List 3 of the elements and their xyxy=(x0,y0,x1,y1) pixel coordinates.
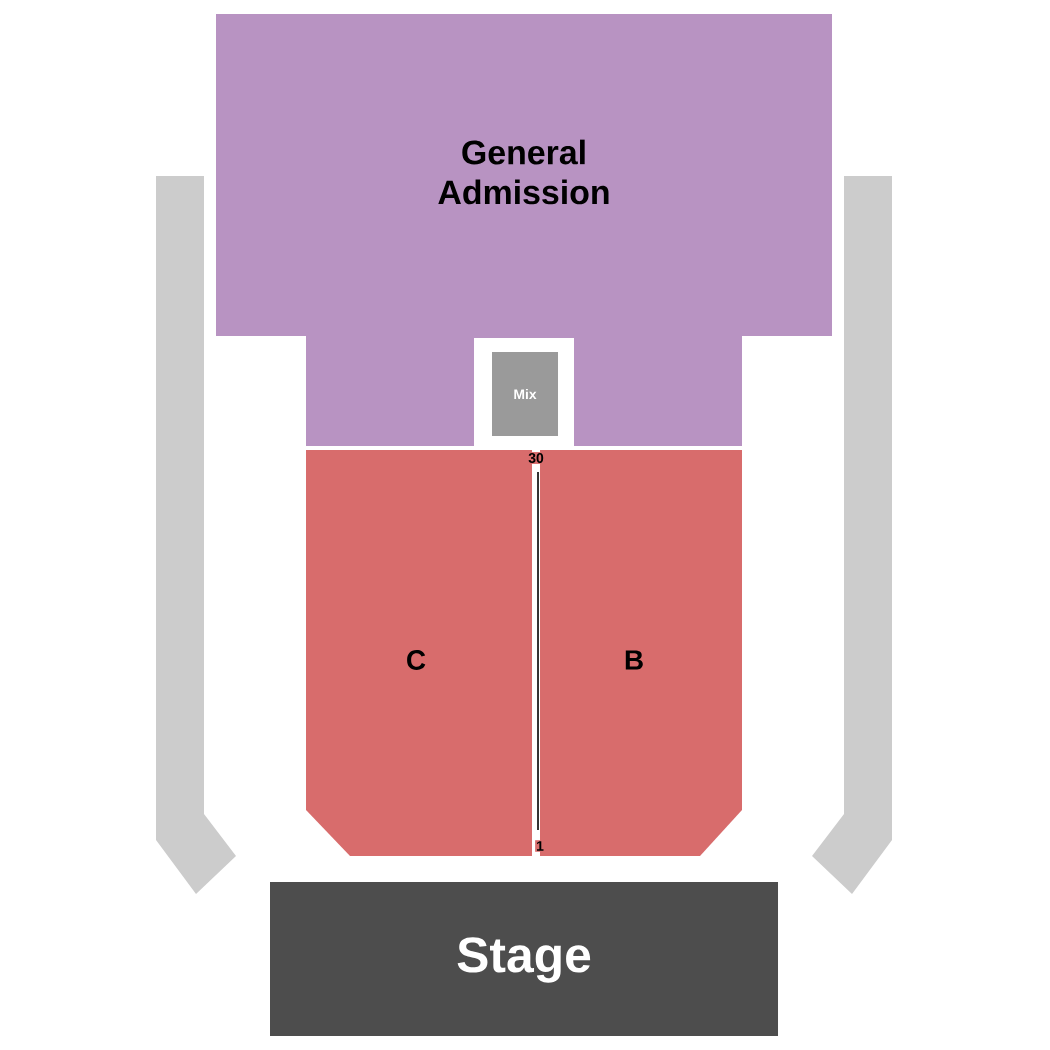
side-wall xyxy=(812,176,892,894)
stage-block: Stage xyxy=(270,882,778,1036)
side-wall xyxy=(156,176,236,894)
